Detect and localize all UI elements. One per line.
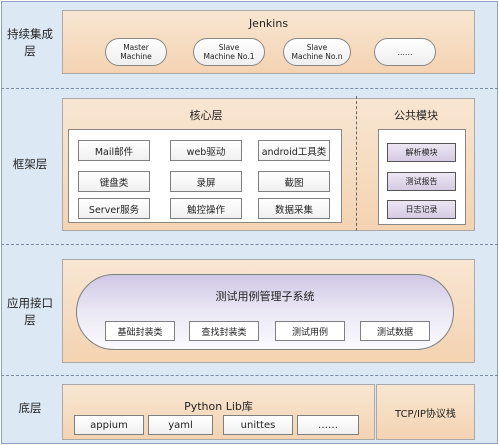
core-item-screen-record: 录屏: [170, 171, 242, 192]
lib-item-more: ……: [297, 415, 359, 435]
test-case-subsystem: 测试用例管理子系统 基础封装类 查找封装类 测试用例 测试数据: [76, 274, 454, 350]
layer-divider: [1, 375, 498, 376]
jenkins-band: Jenkins Master Machine Slave Machine No.…: [62, 10, 475, 74]
common-item-logging: 日志记录: [387, 200, 456, 219]
core-item-keyboard: 键盘类: [78, 171, 150, 192]
jenkins-title: Jenkins: [248, 17, 289, 30]
lib-item-appium: appium: [74, 415, 144, 435]
layer-label-app: 应用接口层: [7, 296, 53, 327]
python-lib-title: Python Lib库: [184, 400, 253, 413]
layer-divider: [1, 244, 498, 245]
layer-label-framework: 框架层: [12, 157, 48, 171]
core-item-screenshot: 截图: [258, 171, 330, 192]
layer-label-ci: 持续集成层: [7, 27, 53, 58]
jenkins-node-slave-n: Slave Machine No.n: [283, 38, 351, 66]
framework-divider: [356, 96, 357, 231]
common-title: 公共模块: [394, 109, 438, 122]
core-item-server: Server服务: [78, 198, 150, 219]
common-item-parser: 解析模块: [387, 143, 456, 162]
core-item-touch: 触控操作: [170, 198, 242, 219]
subsystem-title: 测试用例管理子系统: [215, 290, 315, 303]
lib-item-unittest: unittes: [223, 415, 293, 435]
common-item-test-report: 测试报告: [387, 172, 456, 191]
tcp-ip-label: TCP/IP协议栈: [395, 408, 456, 420]
app-item-base-wrapper: 基础封装类: [105, 321, 175, 341]
core-item-android-tools: android工具类: [258, 140, 330, 161]
layer-label-base: 底层: [18, 401, 42, 415]
core-item-data-collect: 数据采集: [258, 198, 330, 219]
core-item-web-driver: web驱动: [170, 140, 242, 161]
lib-item-yaml: yaml: [148, 415, 213, 435]
app-item-find-wrapper: 查找封装类: [189, 321, 259, 341]
tcp-ip-band: TCP/IP协议栈: [376, 384, 475, 440]
core-item-mail: Mail邮件: [78, 140, 150, 161]
jenkins-node-slave-1: Slave Machine No.1: [193, 38, 265, 66]
app-item-test-data: 测试数据: [360, 321, 430, 341]
core-title: 核心层: [189, 109, 223, 122]
app-item-test-case: 测试用例: [275, 321, 345, 341]
jenkins-node-more: ……: [374, 38, 436, 66]
layer-divider: [1, 88, 498, 89]
jenkins-node-master: Master Machine: [105, 38, 167, 66]
